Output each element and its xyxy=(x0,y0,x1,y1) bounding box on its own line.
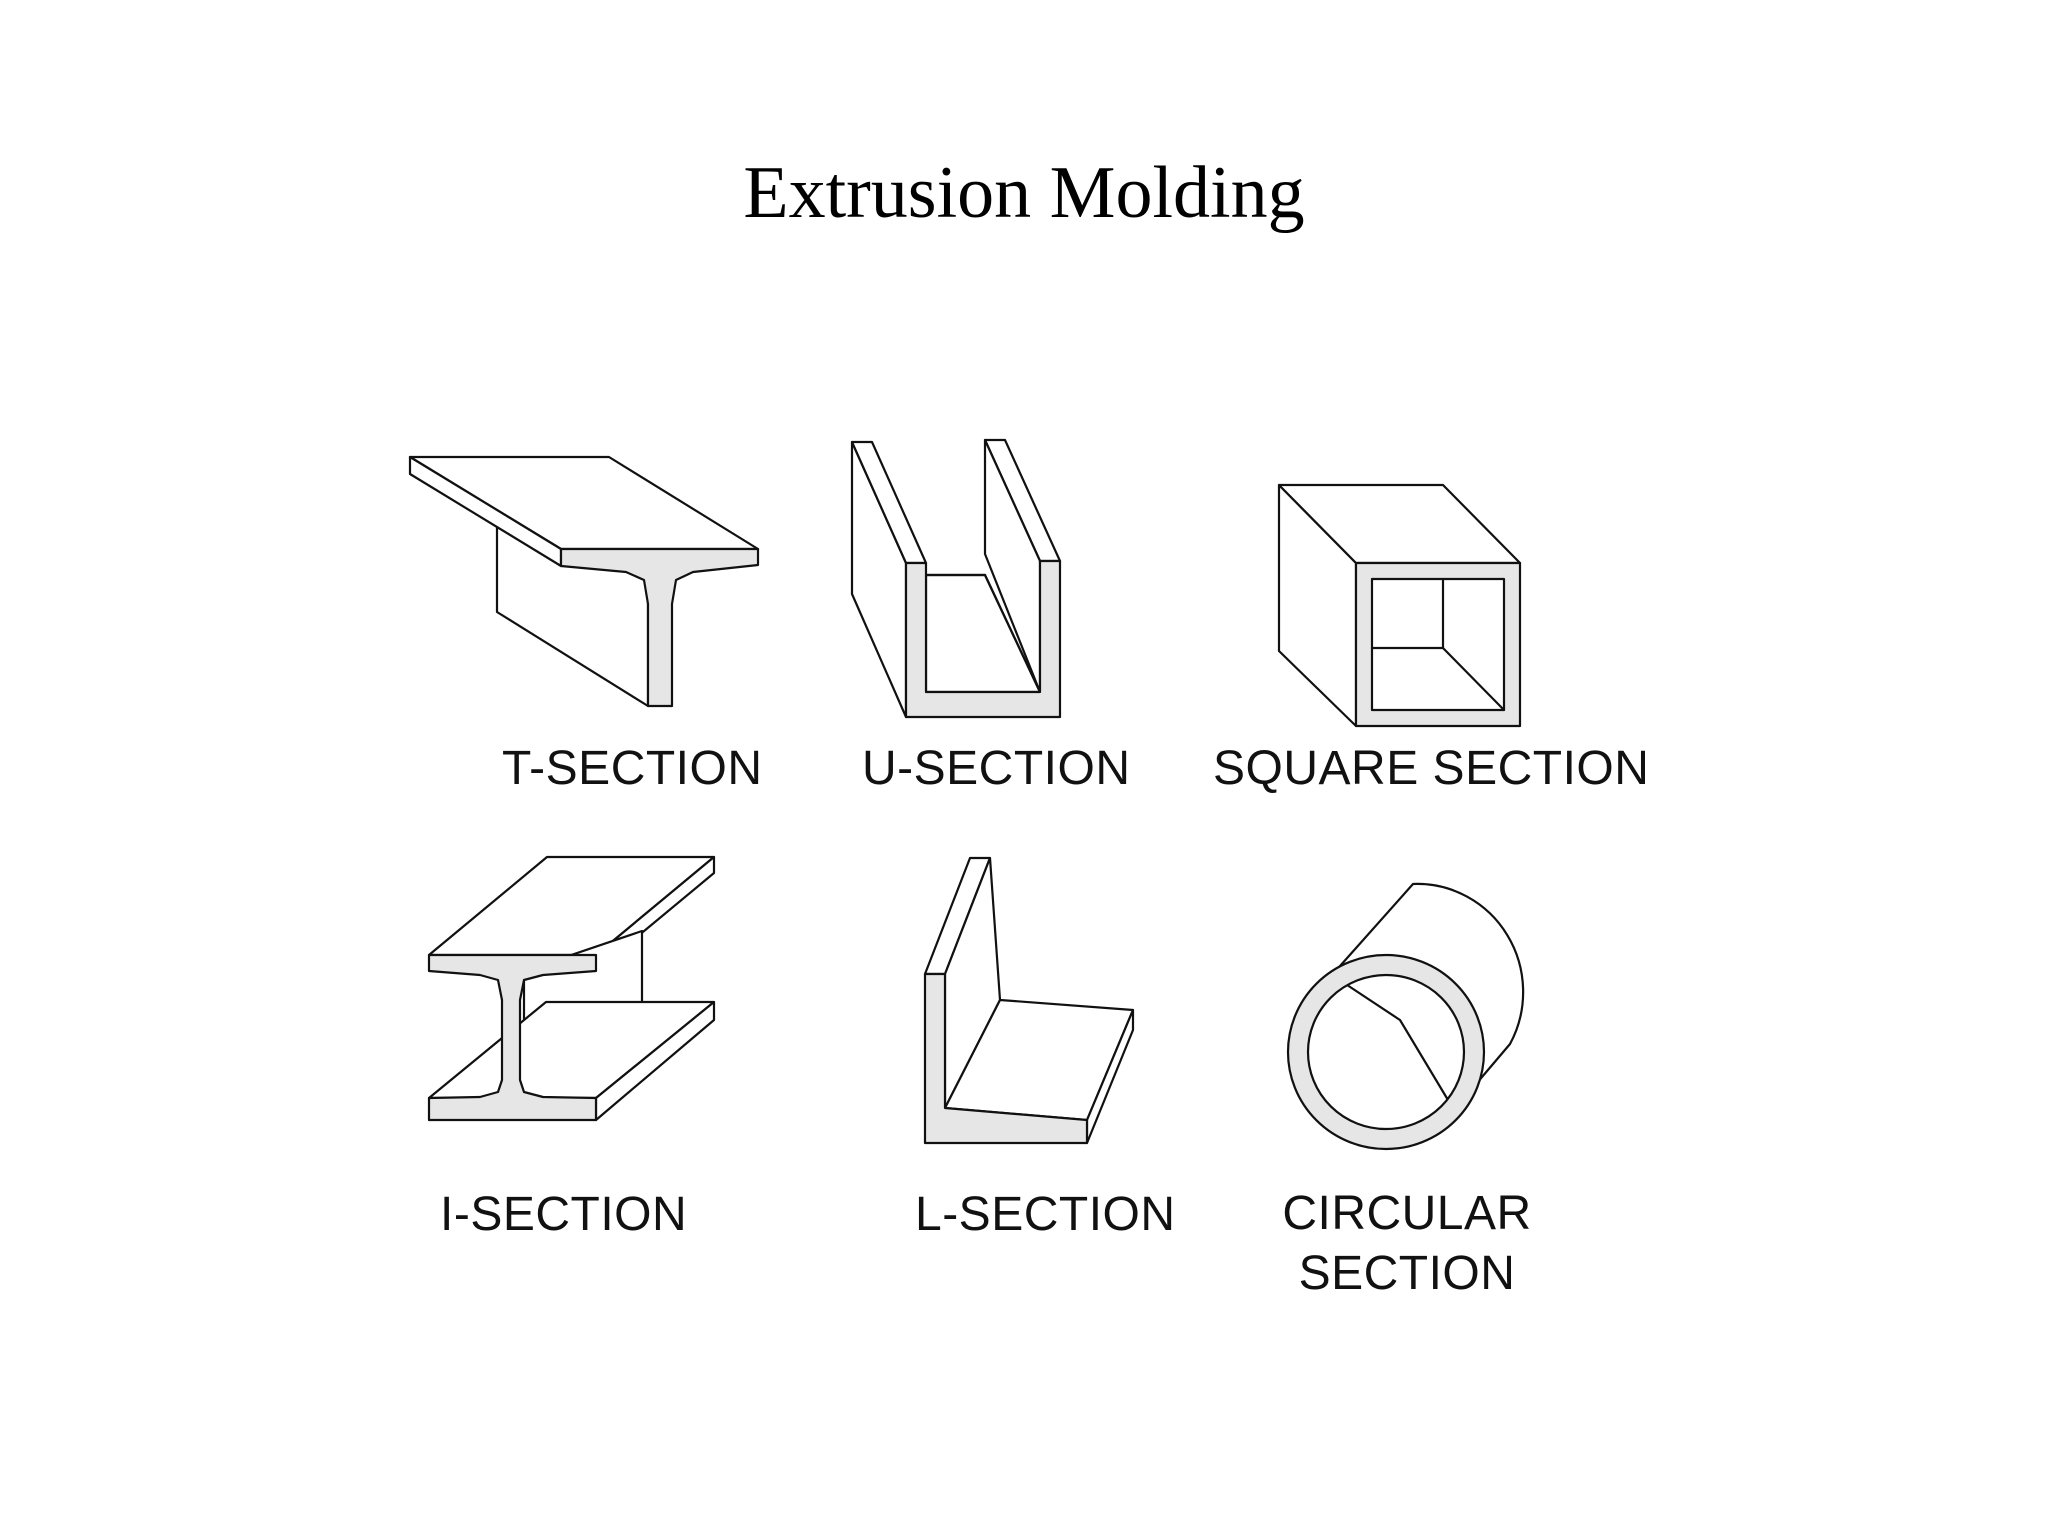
i-section-shape xyxy=(427,855,716,1122)
l-section-shape xyxy=(923,856,1135,1145)
circular-section-label-line-1: CIRCULAR xyxy=(1282,1187,1532,1240)
i-section-label: I-SECTION xyxy=(440,1188,688,1241)
square-section-label: SQUARE SECTION xyxy=(1213,742,1650,795)
slide-title: Extrusion Molding xyxy=(743,152,1305,234)
u-section-label: U-SECTION xyxy=(862,742,1131,795)
t-section-label: T-SECTION xyxy=(502,742,763,795)
circular-section-label-line-2: SECTION xyxy=(1298,1247,1516,1300)
u-section-shape xyxy=(850,438,1062,719)
circular-section-shape xyxy=(1286,882,1525,1151)
t-section-shape xyxy=(408,455,760,708)
circular-section-label: CIRCULAR SECTION xyxy=(1262,1184,1552,1304)
square-section-shape xyxy=(1277,483,1522,728)
l-section-label: L-SECTION xyxy=(915,1188,1176,1241)
